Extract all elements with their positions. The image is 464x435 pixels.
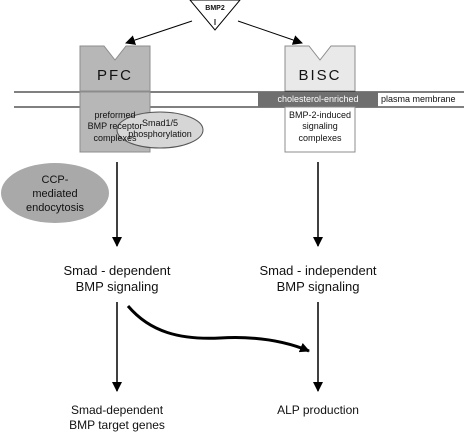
bisc-label: BISC [298, 67, 342, 84]
bmp2-label: BMP2 [205, 5, 225, 12]
smad-phos-line: Smad1/5 [141, 118, 179, 128]
pfc-caption-line: complexes [93, 132, 137, 143]
smad-dependent-line: Smad - dependent [63, 263, 171, 278]
endocytosis-label: CCP- mediated endocytosis [5, 174, 105, 215]
bisc-membrane-box [284, 106, 356, 153]
ligand-arrow-to-pfc [125, 20, 193, 45]
smad-phosphorylation-label: Smad1/5 phosphorylation [117, 118, 203, 141]
bmp2-ligand-triangle [189, 0, 241, 31]
pfc-caption-line: BMP receptor [87, 121, 143, 132]
pfc-caption-line: preformed [94, 110, 136, 120]
smad-phos-line: phosphorylation [128, 129, 192, 140]
target-genes-line: BMP target genes [69, 418, 165, 432]
smad-independent-line: Smad - independent [259, 263, 377, 278]
alp-production-line: ALP production [277, 403, 359, 417]
endocytosis-line: mediated [32, 187, 78, 200]
bisc-caption-line: signaling [302, 121, 338, 132]
bisc-box-caption: BMP-2-induced signaling complexes [285, 110, 355, 144]
pfc-label: PFC [97, 67, 133, 84]
endocytosis-ellipse [1, 163, 109, 223]
smad-dependent-line: BMP signaling [75, 279, 159, 295]
bisc-caption-line: complexes [298, 132, 342, 143]
smad-phosphorylation-ellipse [116, 111, 204, 149]
endocytosis-line: endocytosis [25, 201, 85, 214]
ligand-arrow-to-bisc [237, 20, 303, 45]
cholesterol-raft-band [258, 92, 378, 107]
bisc-receptor-shape [284, 45, 356, 92]
pfc-receptor-shape [79, 45, 151, 92]
smad-independent-signaling-label: Smad - independent BMP signaling [243, 263, 393, 296]
plasma-membrane-label: plasma membrane [381, 94, 456, 104]
pfc-box-caption: preformed BMP receptor complexes [80, 110, 150, 144]
target-genes-line: Smad-dependent [70, 403, 164, 417]
curved-arrow-crosstalk [126, 305, 310, 353]
alp-production-label: ALP production [253, 403, 383, 418]
smad-dependent-signaling-label: Smad - dependent BMP signaling [42, 263, 192, 296]
bisc-caption-line: BMP-2-induced [288, 110, 352, 120]
target-genes-label: Smad-dependent BMP target genes [42, 403, 192, 433]
cholesterol-raft-label: cholesterol-enriched [277, 94, 359, 104]
smad-independent-line: BMP signaling [276, 279, 360, 295]
endocytosis-line: CCP- [41, 174, 69, 186]
